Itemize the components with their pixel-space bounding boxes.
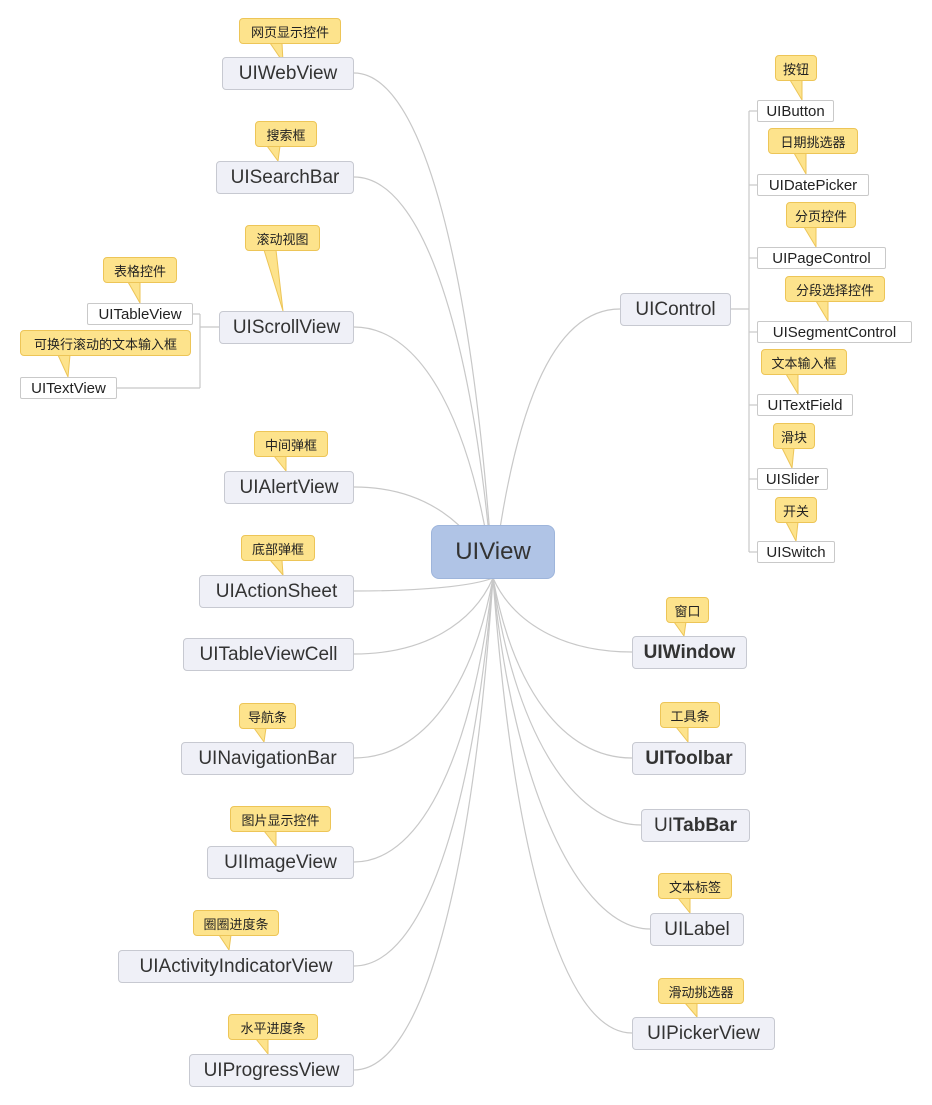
link-right-5 [492, 577, 633, 1034]
node-uislider[interactable]: UISlider [757, 468, 828, 490]
link-left-7 [353, 577, 494, 863]
tabbar-label-suffix: TabBar [672, 815, 738, 836]
note-uitableview: 表格控件 [103, 257, 177, 283]
callout-pointer-12 [674, 726, 689, 744]
node-uisearchbar[interactable]: UISearchBar [216, 161, 354, 194]
link-left-8 [353, 577, 494, 967]
callout-pointer-20 [781, 447, 795, 470]
callout-pointer-18 [815, 300, 829, 323]
callout-pointer-15 [789, 79, 803, 102]
link-left-4 [353, 577, 494, 592]
node-uitextfield[interactable]: UITextField [757, 394, 853, 416]
callout-pointer-3 [272, 455, 287, 473]
callout-pointer-21 [785, 521, 799, 543]
note-uiwindow: 窗口 [666, 597, 709, 623]
root-node-uiview[interactable]: UIView [431, 525, 555, 579]
node-uitableview[interactable]: UITableView [87, 303, 193, 325]
note-uiactionsheet: 底部弹框 [241, 535, 315, 561]
link-right-3 [492, 577, 642, 826]
node-uiwebview[interactable]: UIWebView [222, 57, 354, 90]
link-left-5 [353, 577, 494, 655]
callout-pointer-1 [266, 145, 281, 163]
callout-pointer-19 [785, 373, 799, 396]
link-right-0 [492, 308, 621, 579]
note-uipagecontrol: 分页控件 [786, 202, 856, 228]
note-uiprogressview: 水平进度条 [228, 1014, 318, 1040]
node-uipagecontrol[interactable]: UIPageControl [757, 247, 886, 269]
note-uitextfield: 文本输入框 [761, 349, 847, 375]
node-uidatepicker[interactable]: UIDatePicker [757, 174, 869, 196]
tabbar-label-prefix: UI [653, 815, 673, 836]
node-uicontrol[interactable]: UIControl [620, 293, 731, 326]
link-left-1 [353, 176, 494, 579]
note-uislider: 滑块 [773, 423, 815, 449]
note-uitextview: 可换行滚动的文本输入框 [20, 330, 191, 356]
node-uiswitch[interactable]: UISwitch [757, 541, 835, 563]
node-uiactivityindicatorview[interactable]: UIActivityIndicatorView [118, 950, 354, 983]
link-right-4 [492, 577, 651, 930]
link-left-6 [353, 577, 494, 759]
note-uiactivityindicatorview: 圈圈进度条 [193, 910, 279, 936]
node-uiprogressview[interactable]: UIProgressView [189, 1054, 354, 1087]
note-uibutton: 按钮 [775, 55, 817, 81]
callout-pointer-11 [673, 621, 687, 638]
node-uiimageview[interactable]: UIImageView [207, 846, 354, 879]
node-uialertview[interactable]: UIAlertView [224, 471, 354, 504]
callout-pointer-14 [683, 1002, 698, 1019]
node-uitoolbar[interactable]: UIToolbar [632, 742, 746, 775]
note-uinavigationbar: 导航条 [239, 703, 296, 729]
note-uiscrollview: 滚动视图 [245, 225, 320, 251]
callout-pointer-8 [254, 1038, 269, 1056]
callout-pointer-17 [803, 226, 817, 249]
note-uiimageview: 图片显示控件 [230, 806, 331, 832]
node-uiactionsheet[interactable]: UIActionSheet [199, 575, 354, 608]
callout-pointer-7 [218, 934, 232, 952]
link-left-0 [353, 72, 494, 579]
node-uibutton[interactable]: UIButton [757, 100, 834, 122]
node-uinavigationbar[interactable]: UINavigationBar [181, 742, 354, 775]
callout-pointer-9 [127, 281, 141, 305]
note-uipickerview: 滑动挑选器 [658, 978, 744, 1004]
callout-pointer-5 [253, 727, 267, 744]
link-left-2 [353, 326, 494, 579]
note-uiwebview: 网页显示控件 [239, 18, 341, 44]
link-control-trunk [731, 111, 750, 552]
node-uiwindow[interactable]: UIWindow [632, 636, 747, 669]
callout-pointer-10 [57, 354, 71, 379]
note-uisegmentcontrol: 分段选择控件 [785, 276, 885, 302]
node-uiscrollview[interactable]: UIScrollView [219, 311, 354, 344]
link-right-1 [492, 577, 633, 653]
note-uilabel: 文本标签 [658, 873, 732, 899]
callout-pointer-6 [262, 830, 277, 848]
node-uilabel[interactable]: UILabel [650, 913, 744, 946]
link-right-2 [492, 577, 633, 759]
link-left-9 [353, 577, 494, 1071]
node-uisegmentcontrol[interactable]: UISegmentControl [757, 321, 912, 343]
node-uipickerview[interactable]: UIPickerView [632, 1017, 775, 1050]
callout-pointer-2 [263, 249, 284, 312]
node-uitableviewcell[interactable]: UITableViewCell [183, 638, 354, 671]
note-uitoolbar: 工具条 [660, 702, 720, 728]
note-uialertview: 中间弹框 [254, 431, 328, 457]
callout-pointer-16 [793, 152, 807, 176]
link-scroll-children [117, 313, 219, 389]
note-uiswitch: 开关 [775, 497, 817, 523]
note-uisearchbar: 搜索框 [255, 121, 317, 147]
note-uidatepicker: 日期挑选器 [768, 128, 858, 154]
node-uitextview[interactable]: UITextView [20, 377, 117, 399]
callout-pointer-4 [268, 559, 284, 577]
callout-pointer-13 [676, 897, 691, 915]
